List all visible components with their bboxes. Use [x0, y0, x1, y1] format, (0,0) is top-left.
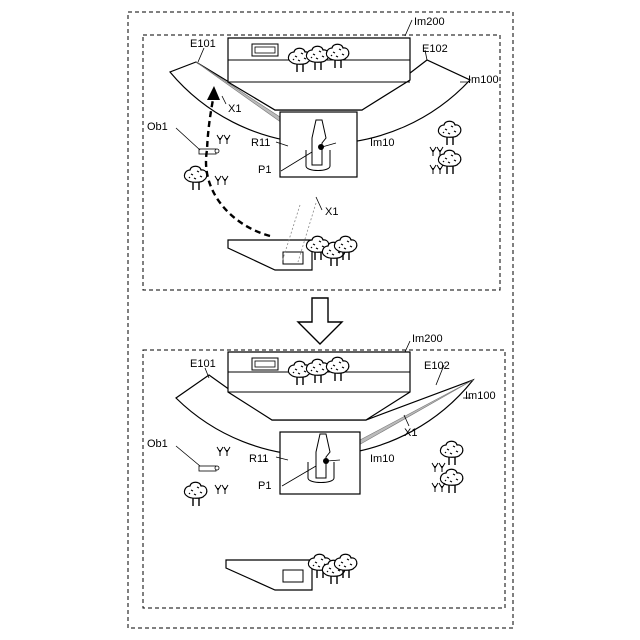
bottom-pedestrian-ob1 — [199, 466, 216, 471]
bottom-label-e102: E102 — [424, 360, 450, 372]
top-label-im100: Im100 — [468, 74, 499, 86]
top-label-e101: E101 — [190, 38, 216, 50]
bottom-label-p1: P1 — [258, 480, 271, 492]
bottom-label-r11: R11 — [249, 453, 268, 465]
top-label-im200: Im200 — [414, 16, 445, 28]
top-label-x1-lower: X1 — [325, 206, 338, 218]
top-label-ob1: Ob1 — [147, 121, 168, 133]
bottom-panel: Im200 E101 E102 Im100 X1 Ob1 R11 Im10 P1 — [143, 333, 505, 608]
bottom-label-x1: X1 — [404, 427, 417, 439]
top-label-im10: Im10 — [370, 137, 394, 149]
bottom-label-e101: E101 — [190, 358, 216, 370]
top-label-p1: P1 — [258, 164, 271, 176]
bottom-label-im100: Im100 — [465, 390, 496, 402]
bottom-label-ob1: Ob1 — [147, 438, 168, 450]
down-arrow-icon — [298, 298, 342, 344]
top-panel: Im200 E101 E102 Im100 X1 Ob1 R11 Im10 P1… — [143, 16, 500, 290]
top-label-x1-upper: X1 — [228, 103, 241, 115]
bottom-label-im10: Im10 — [370, 453, 394, 465]
top-label-e102: E102 — [422, 43, 448, 55]
top-label-r11: R11 — [251, 137, 270, 149]
bottom-label-im200: Im200 — [412, 333, 443, 345]
